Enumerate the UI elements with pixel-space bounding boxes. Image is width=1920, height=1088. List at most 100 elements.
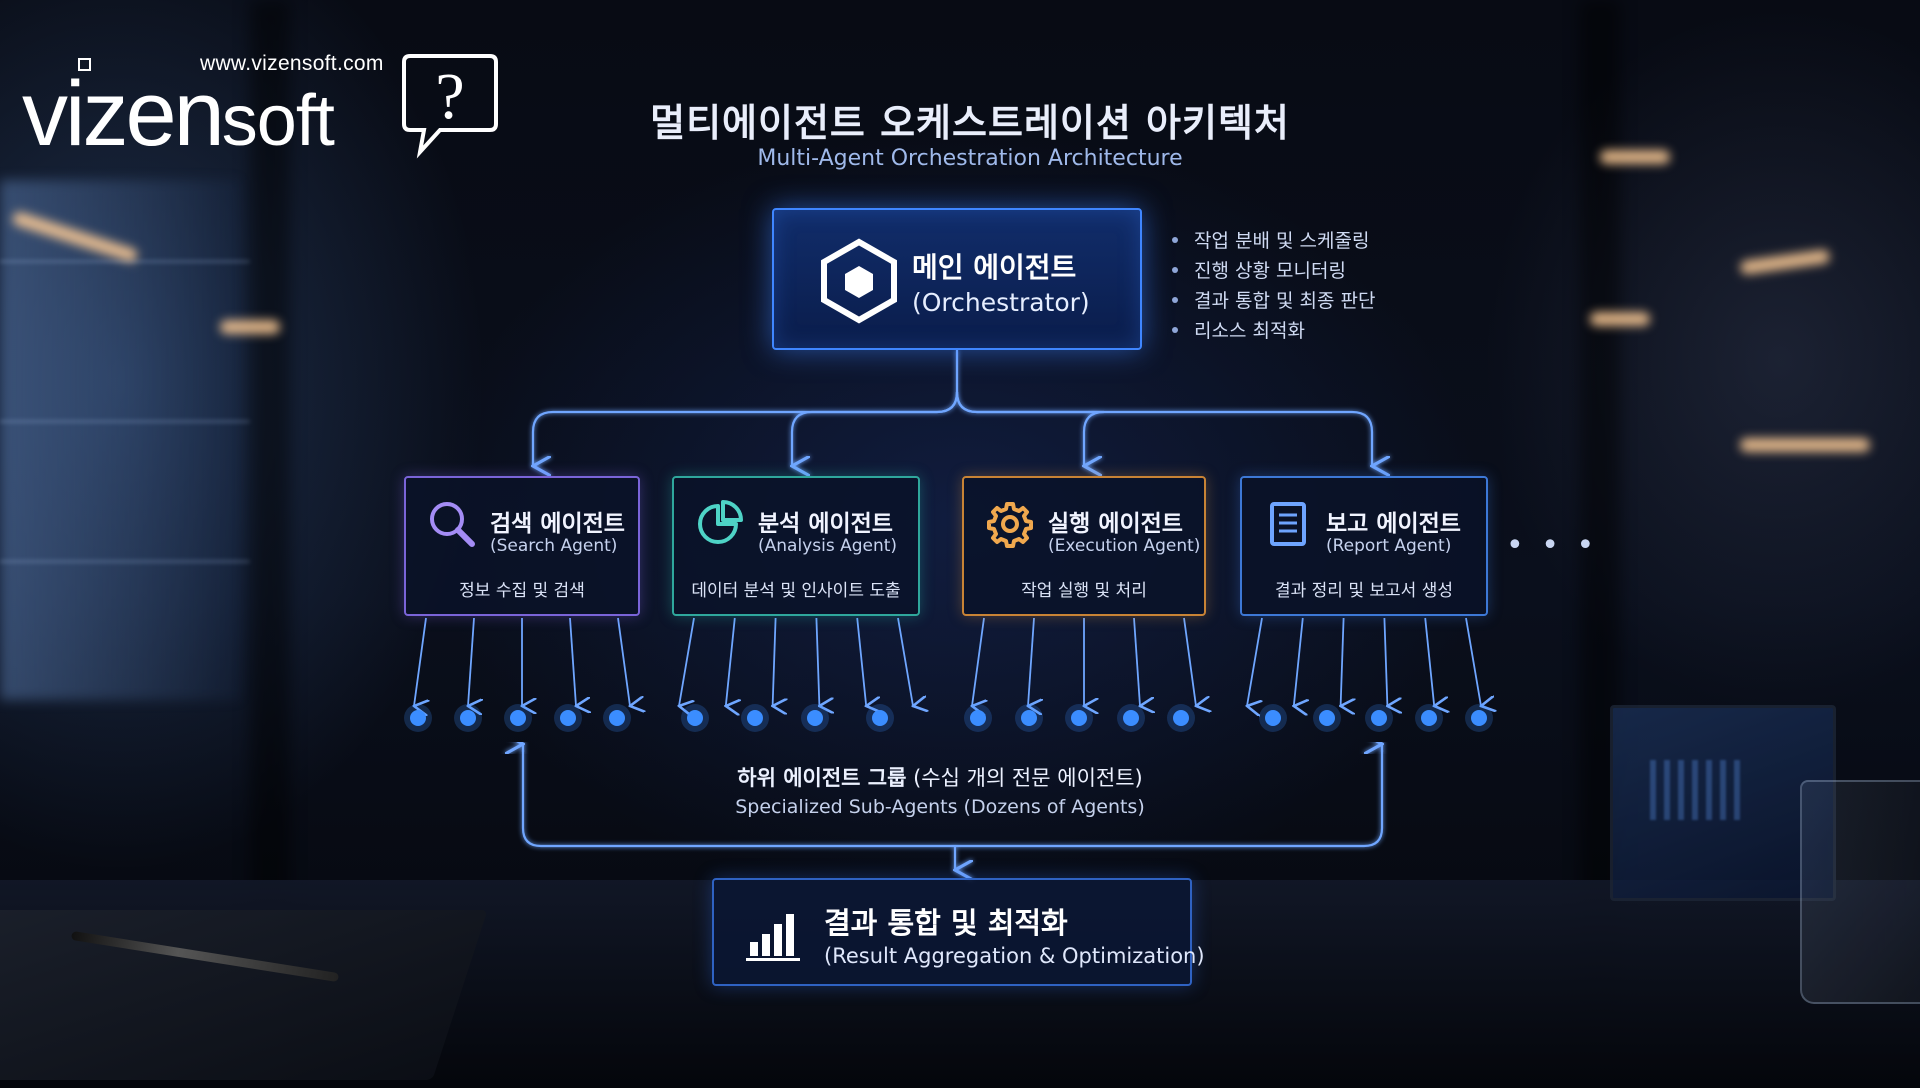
sub-agent-dispatch-arrow	[569, 617, 576, 706]
more-agents-indicator: • • •	[1506, 528, 1599, 563]
search-agent-box[interactable]: 검색 에이전트 (Search Agent) 정보 수집 및 검색	[404, 476, 640, 616]
sub-agent-node	[687, 710, 703, 726]
ceiling-light	[1600, 150, 1670, 164]
report-agent-subtitle: (Report Agent)	[1326, 536, 1452, 556]
background-monitor	[1610, 705, 1836, 901]
sub-agent-node	[1471, 710, 1487, 726]
sub-agent-dispatch-arrow	[1294, 617, 1303, 706]
result-title: 결과 통합 및 최적화	[824, 906, 1068, 940]
feedback-loop	[521, 750, 1384, 848]
sub-agent-node	[1265, 710, 1281, 726]
brand-mark-square	[78, 58, 91, 71]
sub-agent-dispatch-arrow	[815, 617, 819, 706]
sub-agent-dispatch-arrow	[856, 617, 866, 706]
report-agent-description: 결과 정리 및 보고서 생성	[1274, 581, 1453, 601]
sub-agent-dispatch-arrow	[1383, 617, 1387, 706]
responsibility-item: 진행 상황 모니터링	[1172, 256, 1375, 286]
background-window-frame	[0, 560, 250, 563]
analysis-agent-description: 데이터 분석 및 인사이트 도출	[691, 581, 901, 601]
responsibility-text: 리소스 최적화	[1194, 320, 1305, 342]
main-agent-responsibilities: 작업 분배 및 스케줄링 진행 상황 모니터링 결과 통합 및 최종 판단 리소…	[1172, 226, 1375, 346]
document-icon	[1270, 502, 1306, 546]
connector-to-search	[533, 350, 959, 466]
result-subtitle: (Result Aggregation & Optimization)	[824, 944, 1205, 968]
ceiling-light	[1590, 312, 1650, 326]
analysis-agent-title: 분석 에이전트	[758, 511, 893, 537]
bar-chart-icon	[746, 914, 800, 961]
sub-agent-node	[872, 710, 888, 726]
background-window-frame	[0, 420, 250, 423]
execution-agent-box[interactable]: 실행 에이전트 (Execution Agent) 작업 실행 및 처리	[962, 476, 1206, 616]
execution-agent-title: 실행 에이전트	[1048, 511, 1183, 537]
sub-agent-node	[1319, 710, 1335, 726]
brand-wordmark-soft: soft	[221, 81, 335, 161]
sub-agent-node	[747, 710, 763, 726]
sub-agent-dispatch-arrow	[726, 617, 735, 706]
sub-agent-dispatch-arrow	[773, 617, 776, 706]
hexagon-cube-icon	[821, 238, 897, 324]
sub-agent-node	[460, 710, 476, 726]
sub-agent-group-subtitle: Specialized Sub-Agents (Dozens of Agents…	[735, 796, 1145, 818]
responsibility-item: 리소스 최적화	[1172, 316, 1375, 346]
execution-agent-subtitle: (Execution Agent)	[1048, 536, 1201, 556]
water-glass	[1800, 780, 1920, 1004]
sub-agent-dispatch-arrow	[897, 617, 913, 706]
sub-agent-dispatch-arrow	[1247, 617, 1263, 706]
monitor-chart	[1650, 760, 1740, 820]
search-agent-subtitle: (Search Agent)	[490, 536, 618, 556]
sub-agent-dispatch-arrow	[679, 617, 695, 706]
search-agent-title: 검색 에이전트	[490, 511, 625, 537]
sub-agent-dispatch-arrow	[617, 617, 630, 706]
search-agent-description: 정보 수집 및 검색	[459, 581, 585, 601]
responsibility-item: 결과 통합 및 최종 판단	[1172, 286, 1375, 316]
ceiling-light	[220, 320, 280, 334]
sub-agent-group-label: 하위 에이전트 그룹	[737, 766, 907, 790]
background-window-frame	[0, 260, 250, 263]
sub-agent-node	[1371, 710, 1387, 726]
sub-agent-node	[807, 710, 823, 726]
sub-agent-dispatch-arrow	[1465, 617, 1481, 706]
ceiling-light	[1740, 438, 1870, 452]
main-agent-subtitle: (Orchestrator)	[912, 288, 1090, 317]
sub-agent-node	[1421, 710, 1437, 726]
sub-agent-dispatch-arrow	[1183, 617, 1196, 706]
connector-to-report	[955, 391, 1372, 466]
brand-wordmark: vizensoft	[22, 62, 335, 167]
sub-agent-dispatch-arrow	[972, 617, 984, 706]
sub-agent-node	[1021, 710, 1037, 726]
analysis-agent-box[interactable]: 분석 에이전트 (Analysis Agent) 데이터 분석 및 인사이트 도…	[672, 476, 920, 616]
sub-agent-group-title: 하위 에이전트 그룹 (수십 개의 전문 에이전트)	[560, 762, 1320, 792]
sub-agent-dispatch-arrow	[1424, 617, 1434, 706]
sub-agent-node	[609, 710, 625, 726]
magnifier-icon	[430, 502, 475, 547]
main-agent-title: 메인 에이전트	[912, 251, 1077, 284]
sub-agent-node	[410, 710, 426, 726]
responsibility-text: 진행 상황 모니터링	[1194, 260, 1346, 282]
responsibility-text: 결과 통합 및 최종 판단	[1194, 290, 1376, 312]
report-agent-box[interactable]: 보고 에이전트 (Report Agent) 결과 정리 및 보고서 생성	[1240, 476, 1488, 616]
sub-agent-node	[1123, 710, 1139, 726]
sub-agent-dispatch-arrow	[414, 617, 426, 706]
result-aggregation-box[interactable]: 결과 통합 및 최적화 (Result Aggregation & Optimi…	[712, 878, 1205, 986]
sub-agent-dispatch-arrow	[1133, 617, 1140, 706]
sub-agent-dispatch-arrow	[1028, 617, 1034, 706]
page-title: 멀티에이전트 오케스트레이션 아키텍처	[650, 101, 1290, 145]
page-subtitle: Multi-Agent Orchestration Architecture	[757, 146, 1183, 171]
main-agent-box[interactable]: 메인 에이전트 (Orchestrator)	[772, 208, 1142, 350]
speech-bubble-icon: ?	[402, 54, 498, 159]
report-agent-title: 보고 에이전트	[1326, 511, 1461, 537]
sub-agent-group-note: (수십 개의 전문 에이전트)	[906, 766, 1143, 790]
brand-url[interactable]: www.vizensoft.com	[200, 52, 384, 75]
gear-icon	[987, 502, 1033, 548]
responsibility-text: 작업 분배 및 스케줄링	[1194, 230, 1370, 252]
pie-chart-icon	[698, 500, 743, 544]
sub-agent-node	[560, 710, 576, 726]
sub-agent-node	[1071, 710, 1087, 726]
brand-wordmark-vizen: vizen	[22, 63, 225, 165]
connector-to-execution	[955, 391, 1105, 466]
analysis-agent-subtitle: (Analysis Agent)	[758, 536, 898, 556]
sub-agent-node	[510, 710, 526, 726]
sub-agent-dispatch-arrow	[468, 617, 474, 706]
